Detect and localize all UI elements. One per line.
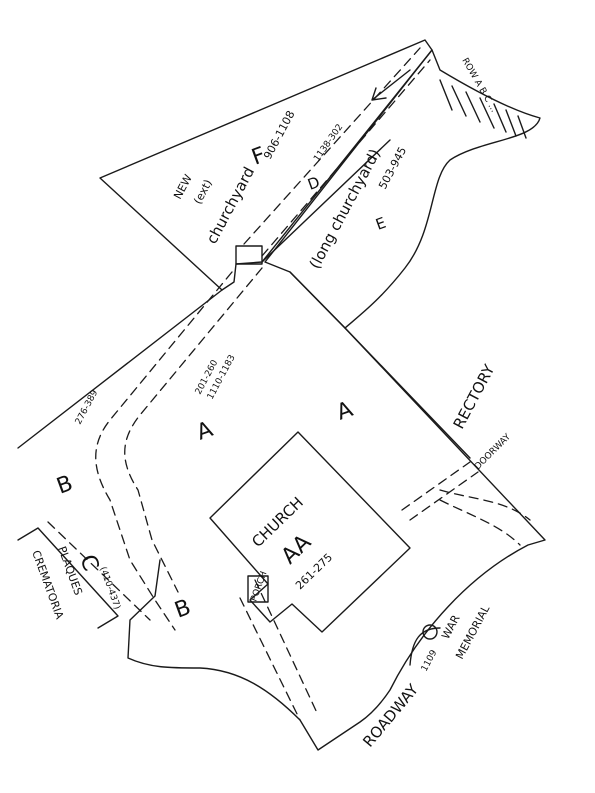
section-f-boundary	[99, 39, 433, 291]
label-war-memorial-1: WAR	[439, 613, 463, 642]
label-section-b-low: B	[172, 595, 195, 624]
label-memorial-no: 1109	[420, 648, 440, 673]
label-section-d: D	[305, 173, 322, 194]
main-path-dashed	[95, 271, 233, 631]
label-church-code: AA	[277, 530, 316, 569]
church-building	[209, 431, 411, 633]
label-war-memorial-2: MEMORIAL	[453, 602, 493, 661]
label-range-f: 906-1108	[261, 109, 297, 162]
label-new-ext-3: churchyard	[203, 164, 258, 247]
rectory-boundary	[344, 327, 471, 459]
label-new-ext-2: (ext)	[191, 177, 215, 206]
war-memorial-arc	[409, 627, 441, 666]
label-range-c: (410-437)	[97, 566, 122, 611]
gate-box	[235, 245, 263, 265]
upper-path-dashed-2	[243, 47, 421, 245]
main-path-dashed-2	[124, 267, 263, 593]
label-section-a-right: A	[334, 397, 357, 426]
label-rectory: RECTORY	[450, 361, 499, 432]
rectory-drive	[439, 489, 531, 546]
row-hatching	[439, 79, 527, 139]
crematoria-plaques-box	[17, 527, 119, 629]
direction-arrow	[371, 69, 411, 101]
section-d-line	[261, 139, 391, 263]
doorway-path	[401, 461, 479, 521]
section-e-boundary	[264, 49, 541, 329]
label-section-e: E	[373, 214, 388, 234]
crematoria-dash	[47, 521, 151, 621]
label-section-a-left: A	[194, 417, 217, 446]
label-range-e: 503-945	[376, 145, 409, 192]
road-path-dashed	[239, 579, 319, 721]
label-porch: PORCH	[249, 570, 269, 603]
label-range-d: 1138-302	[312, 122, 345, 163]
label-doorway: DOORWAY	[473, 432, 513, 472]
main-churchyard-boundary	[17, 271, 546, 751]
label-section-b-top: B	[54, 471, 77, 500]
upper-path-dashed	[261, 59, 431, 257]
label-new-ext-1: NEW	[171, 172, 195, 201]
porch	[247, 575, 269, 603]
